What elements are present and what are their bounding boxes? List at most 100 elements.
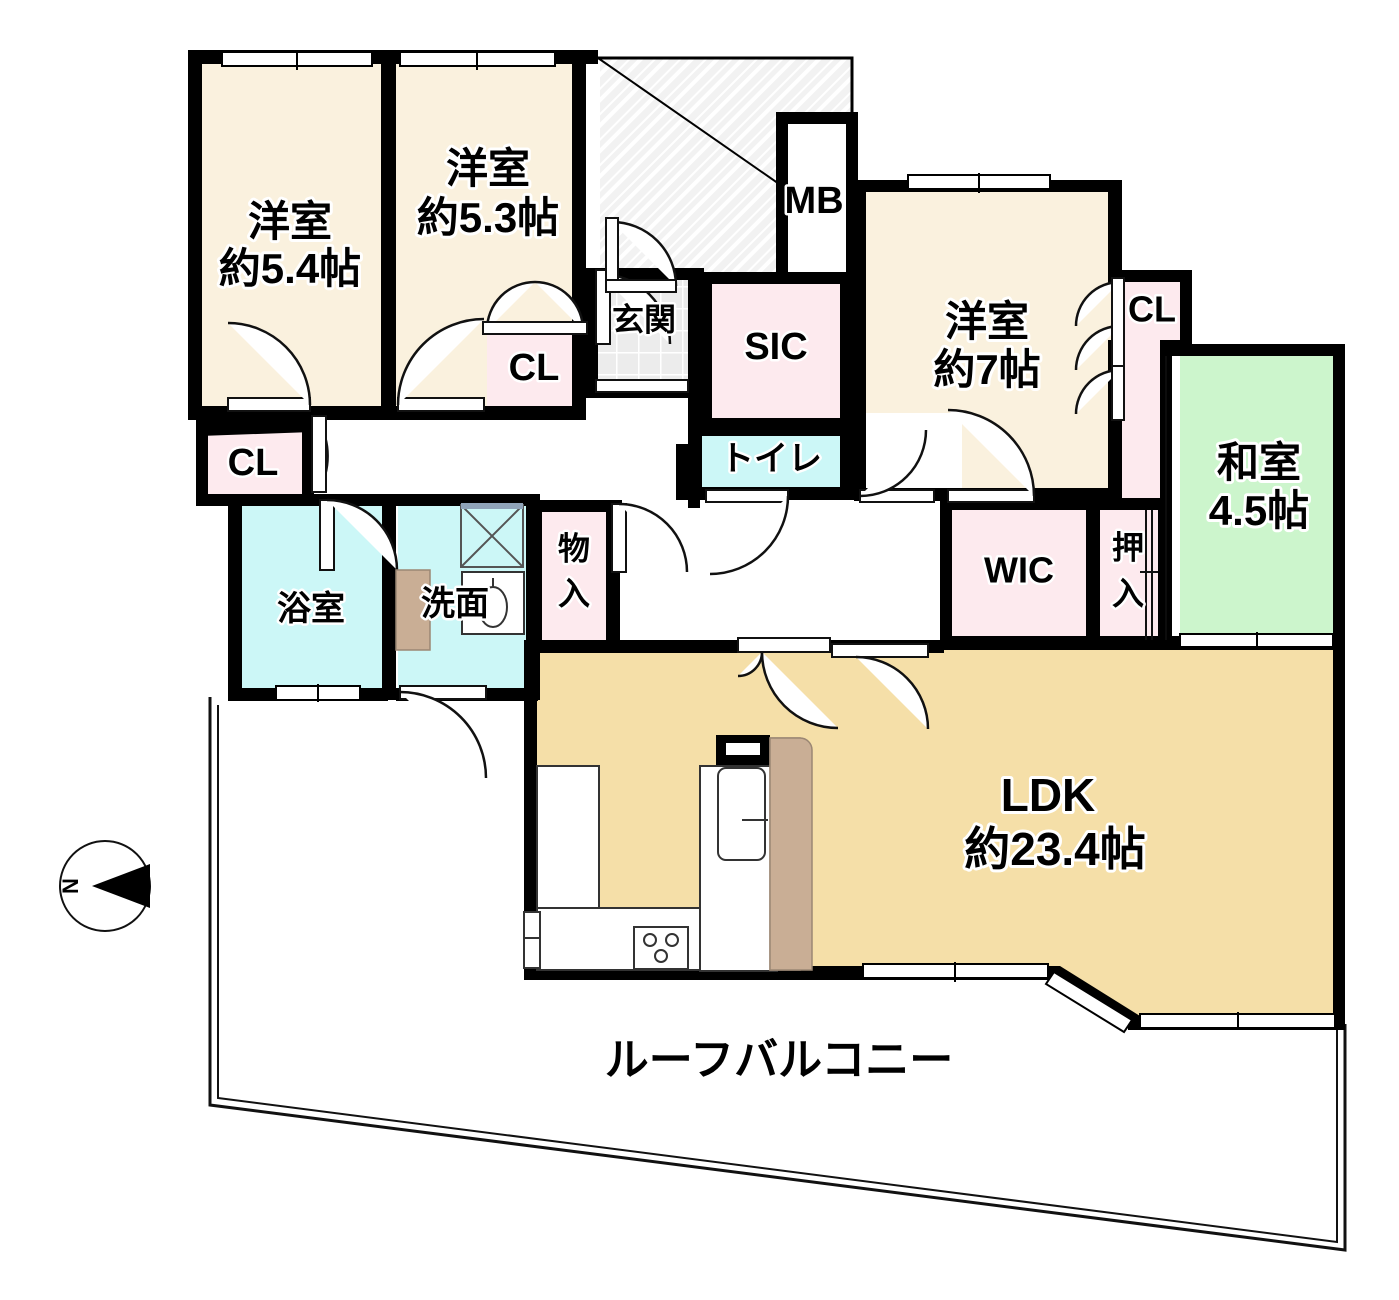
door-sic: [705, 489, 790, 576]
label-senmen: 洗面: [421, 585, 489, 623]
sliding-door-oshiire: [1140, 510, 1158, 640]
stove-cooktop: [633, 926, 689, 970]
space-fill-cl-mid: [487, 330, 583, 410]
label-yoshitsu-5-3-name: 洋室: [446, 145, 530, 192]
wall-ldk-right: [1333, 640, 1345, 1030]
space-fill-cl-left: [204, 423, 310, 500]
space-fill-mononoire: [540, 510, 608, 645]
window-bath: [275, 684, 361, 702]
label-cl-right: CL: [1128, 289, 1176, 330]
label-oshiire-group: 押 入: [1109, 527, 1146, 614]
wall-oshiire-right: [1158, 498, 1172, 648]
door-bath: [319, 498, 399, 571]
label-washitsu-area: 4.5帖: [1209, 487, 1309, 534]
window-washitsu: [1179, 632, 1334, 650]
space-fill-sic: [710, 280, 842, 418]
window-ldk-south: [862, 962, 1049, 982]
window-bedroom-c: [907, 173, 1051, 193]
window-bedroom-b: [399, 50, 556, 70]
compass: N: [58, 840, 151, 932]
door-bedroom-a: [227, 321, 312, 412]
wall-exterior-right: [1333, 344, 1345, 644]
door-cl-right-column: [1074, 365, 1125, 421]
wall-washitsu-top: [1168, 344, 1345, 356]
wall-mononoire-top: [530, 500, 622, 512]
compass-needle: [92, 864, 150, 908]
wall-wic-bottom: [940, 636, 1172, 650]
wall-cl-right-top: [1112, 270, 1192, 282]
label-yoshitsu-7-area: 約7帖: [933, 346, 1040, 393]
space-fill-toilet: [700, 432, 842, 489]
door-senmen-hall: [399, 685, 488, 779]
wall-wic-left: [940, 498, 952, 648]
wall-mononoire-left: [530, 500, 542, 652]
wall-between-bedrooms: [381, 50, 396, 420]
kitchen-partition-wall: [769, 737, 813, 971]
door-mononoire: [611, 502, 689, 573]
windows: [221, 50, 1336, 1034]
space-fill-mb: [782, 118, 852, 278]
wall-ldk-left: [524, 640, 537, 980]
wall-mb-top: [776, 112, 858, 124]
wall-bedroom-c-right-upper: [1108, 180, 1122, 290]
walls: [188, 50, 1345, 1030]
door-ldk-hall: [831, 643, 930, 730]
hall-fill-center: [688, 503, 940, 648]
door-cl-right: [1074, 277, 1125, 375]
wall-sic-left: [700, 272, 712, 422]
label-roof-balcony: ルーフバルコニー: [605, 1036, 953, 1085]
window-bedroom-a: [221, 50, 373, 70]
wall-wet-top: [228, 494, 538, 506]
fixtures: [395, 503, 813, 972]
wall-cl-left-outer: [196, 414, 208, 506]
label-oshiire-char2: 入: [1112, 575, 1144, 611]
label-mononoire-group: 物 入: [555, 528, 592, 614]
room-fill-washitsu: [1180, 352, 1345, 642]
label-yoshitsu-5-3-area: 約5.3帖: [417, 194, 559, 241]
wall-hatch-diagonal: [597, 57, 783, 187]
label-sic: SIC: [744, 326, 807, 368]
wall-cl-left-angled: [200, 414, 312, 436]
door-genkan-inner: [595, 379, 689, 393]
roof-balcony-outline: [208, 697, 1347, 1252]
label-oshiire-char1: 押: [1112, 529, 1144, 565]
doors: [227, 217, 1167, 779]
label-wic: WIC: [984, 550, 1054, 591]
kitchen-appliance-top: [716, 735, 770, 765]
vanity-sink: [461, 571, 525, 635]
wall-cl-right-side: [1180, 270, 1192, 352]
wall-toilet-left: [688, 424, 702, 496]
label-mononoire-char1: 物: [558, 530, 590, 566]
label-genkan: 玄関: [612, 301, 676, 337]
door-bedroom-c: [947, 408, 1036, 503]
wall-mb-left: [776, 112, 788, 284]
door-front-entrance: [605, 217, 678, 293]
compass-north-label: N: [58, 878, 83, 894]
wall-exterior-left-upper: [188, 50, 202, 420]
door-bedroom-b: [396, 317, 485, 412]
wall-right-bedroom-b: [572, 50, 586, 420]
wall-wic-right: [1086, 498, 1100, 648]
label-mb: MB: [784, 180, 843, 222]
door-hall-ldk: [737, 637, 839, 730]
door-cl-mid: [482, 280, 588, 335]
label-washitsu-name: 和室: [1217, 439, 1301, 486]
door-bedroom-a-hall: [311, 415, 329, 493]
label-ldk-name: LDK: [1001, 769, 1096, 821]
kitchen-sink-basin: [717, 767, 768, 861]
space-labels: CL CL CL MB 玄関 SIC トイレ 浴室 洗面 物 入 WIC 押 入: [225, 178, 1178, 631]
washer-fixture: [460, 503, 524, 568]
wall-toilet-top: [688, 424, 854, 436]
label-yoshitsu-5-4-name: 洋室: [248, 198, 332, 245]
wall-bedroom-c-left: [854, 180, 866, 500]
wall-sic-right: [840, 272, 854, 498]
wall-toilet-nib: [676, 444, 690, 500]
door-toilet: [859, 429, 935, 503]
label-yoshitsu-5-4-area: 約5.4帖: [219, 245, 361, 292]
label-cl-left: CL: [228, 442, 279, 484]
wall-bath-left: [228, 500, 242, 700]
window-ldk-southeast: [1139, 1012, 1336, 1030]
room-labels: 洋室 約5.4帖 洋室 約5.3帖 洋室 約7帖 和室 4.5帖 LDK 約23…: [216, 142, 1312, 878]
label-toilet: トイレ: [720, 440, 822, 478]
space-fill-wic: [952, 506, 1090, 643]
